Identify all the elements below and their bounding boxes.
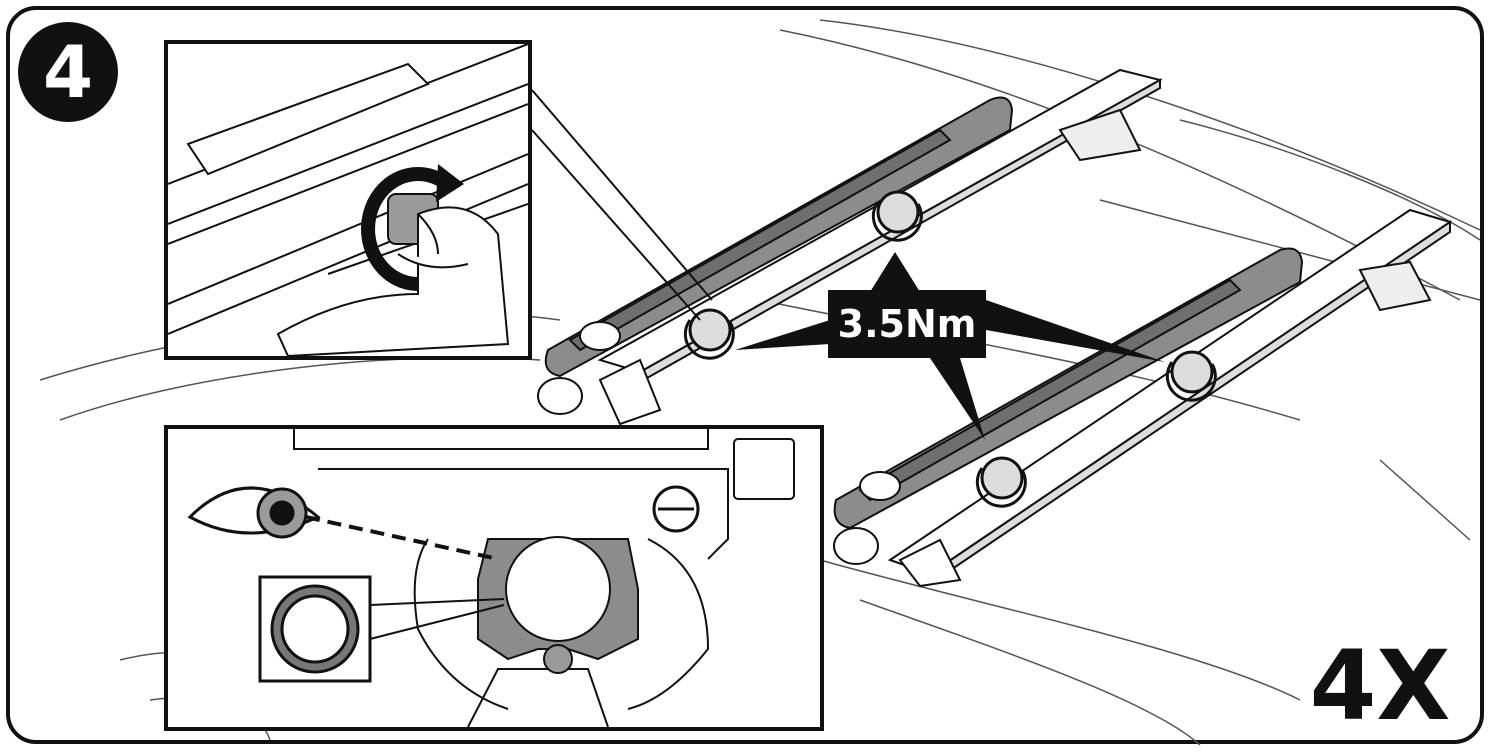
knob-4 xyxy=(975,456,1027,508)
clamp-inspection-detail-inset xyxy=(164,425,824,731)
sight-line xyxy=(305,515,499,561)
knob-tighten-detail-inset xyxy=(164,40,532,360)
quantity-label: 4X xyxy=(1309,630,1451,742)
knob-2 xyxy=(871,190,923,242)
torque-pointers xyxy=(735,252,1165,440)
bar-tube-section xyxy=(505,536,611,642)
lock-icon xyxy=(652,485,700,533)
hand-illustration xyxy=(276,206,510,356)
crossbar-lower xyxy=(887,208,1453,588)
carrier-upper xyxy=(537,96,1014,415)
knob-3 xyxy=(1165,350,1217,402)
torque-value-label: 3.5Nm xyxy=(828,290,986,358)
hand-turning-knob-illustration xyxy=(168,44,528,356)
clamp-cross-section-illustration xyxy=(187,429,795,727)
eye-icon xyxy=(187,486,321,539)
rotate-arrow-icon xyxy=(361,167,448,291)
pipe-cross-section-icon xyxy=(258,575,372,683)
step-number-badge: 4 xyxy=(18,22,118,122)
